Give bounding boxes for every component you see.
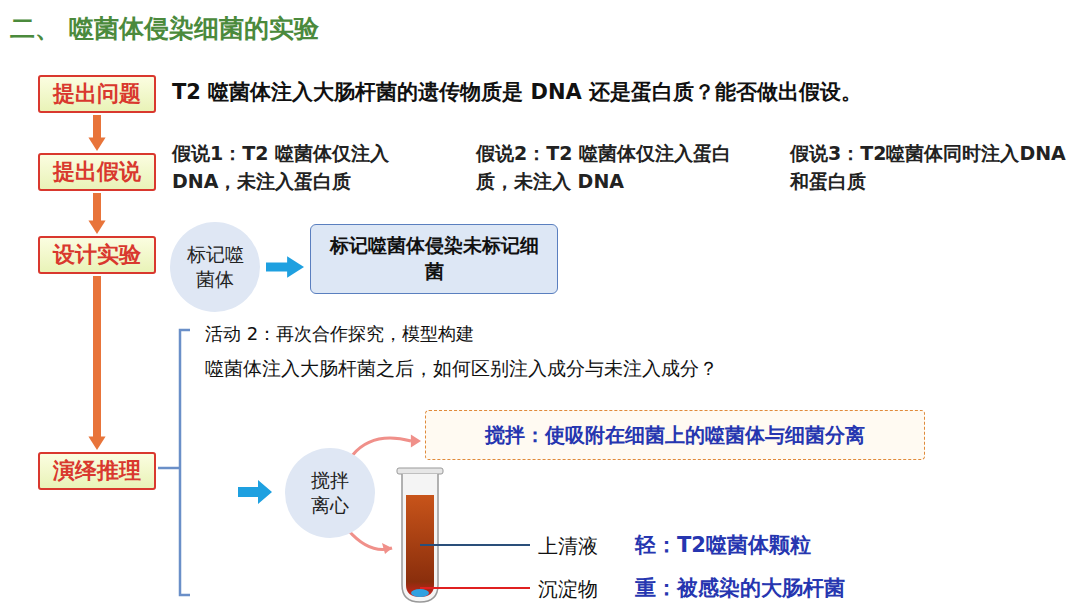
node-text: 搅拌离心 [309, 468, 351, 517]
text-label: 假说1：T2 噬菌体仅注入DNA，未注入蛋白质 [172, 140, 452, 195]
block-arrow [238, 480, 272, 504]
connector [266, 256, 304, 277]
arrow-head [88, 436, 105, 450]
test-tube [397, 468, 443, 602]
step-box: 提出问题 [38, 75, 156, 113]
note-box: 搅拌：使吸附在细菌上的噬菌体与细菌分离 [425, 410, 925, 460]
text-label: 假说2：T2 噬菌体仅注入蛋白质，未注入 DNA [476, 140, 766, 195]
connector [88, 193, 105, 234]
node-text: 提出问题 [53, 79, 141, 109]
connector [88, 115, 105, 151]
connector [353, 435, 422, 456]
circle-node: 标记噬菌体 [170, 222, 260, 312]
arrow-head [382, 543, 392, 554]
text-label: 假说3：T2噬菌体同时注入DNA和蛋白质 [790, 140, 1070, 195]
bracket [180, 330, 190, 595]
slide-title: 二、 噬菌体侵染细菌的实验 [10, 12, 319, 45]
text-label: T2 噬菌体注入大肠杆菌的遗传物质是 DNA 还是蛋白质？能否做出假设。 [172, 78, 862, 106]
circle-node: 搅拌离心 [285, 448, 375, 538]
text-label: 上清液 [536, 533, 600, 560]
leader-line [420, 587, 530, 589]
bracket-tick [158, 467, 180, 470]
arrow-head [88, 220, 105, 234]
arrow-head [411, 435, 421, 448]
step-box: 演绎推理 [38, 452, 156, 490]
text-label: 活动 2：再次合作探究，模型构建 [205, 322, 474, 346]
arrow-head [287, 256, 304, 277]
arrow-head [88, 137, 105, 151]
text-label: 重：被感染的大肠杆菌 [635, 574, 845, 602]
text-label: 轻：T2噬菌体颗粒 [635, 531, 811, 559]
text-label: 噬菌体注入大肠杆菌之后，如何区别注入成分与未注入成分？ [205, 356, 718, 382]
process-box: 标记噬菌体侵染未标记细菌 [310, 224, 558, 294]
connector [88, 276, 105, 450]
node-text: 演绎推理 [53, 456, 141, 486]
step-box: 提出假说 [38, 153, 156, 191]
step-box: 设计实验 [38, 236, 156, 274]
node-text: 搅拌：使吸附在细菌上的噬菌体与细菌分离 [485, 422, 865, 449]
node-text: 标记噬菌体侵染未标记细菌 [324, 233, 544, 284]
node-text: 标记噬菌体 [187, 242, 244, 291]
leader-line [420, 544, 530, 546]
node-text: 提出假说 [53, 157, 141, 187]
text-label: 沉淀物 [536, 576, 600, 603]
node-text: 设计实验 [53, 240, 141, 270]
